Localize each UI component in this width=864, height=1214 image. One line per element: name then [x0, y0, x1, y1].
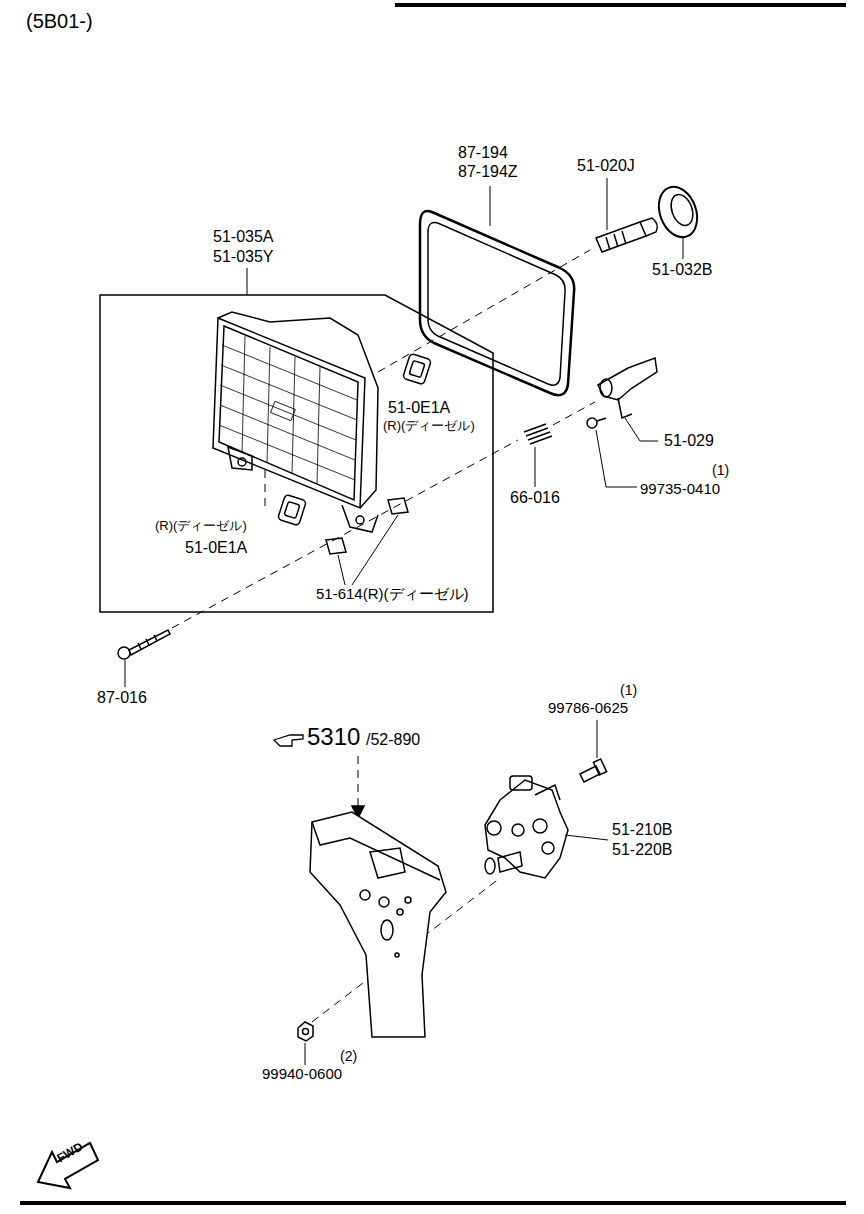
part-number: 99735-0410: [640, 481, 720, 498]
assembly-outline: 51-035A51-035Y51-0E1A(R)(ディーゼル)(R)(ディーゼル…: [100, 295, 495, 612]
quantity: (1): [620, 683, 637, 698]
part-number: 51-020J: [577, 157, 635, 175]
part-number: 51-035A: [213, 228, 274, 246]
part-number: 87-016: [97, 689, 147, 707]
part-number: 87-194: [458, 144, 508, 162]
section-ref: /52-890: [366, 731, 420, 749]
part-number: 51-029: [664, 432, 714, 450]
part-number: 51-032B: [652, 261, 713, 279]
part-number: 51-220B: [612, 841, 673, 859]
variant-note: (R)(ディーゼル): [383, 419, 475, 433]
part-number: 51-0E1A: [185, 539, 247, 557]
section-ref: 5310: [307, 724, 360, 750]
page-code: (5B01-): [26, 10, 93, 32]
variant-note: (R)(ディーゼル): [155, 519, 247, 533]
part-number: 51-614(R)(ディーゼル): [316, 586, 469, 603]
part-number: 66-016: [510, 489, 560, 507]
part-number: 51-0E1A: [388, 399, 450, 417]
quantity: (2): [340, 1049, 357, 1064]
part-number: 87-194Z: [458, 163, 518, 181]
outline-shape: [100, 295, 495, 612]
quantity: (1): [712, 463, 729, 478]
part-number: 51-210B: [612, 821, 673, 839]
part-number: 51-035Y: [213, 248, 274, 266]
part-number: 99786-0625: [548, 700, 628, 717]
direction-label: FWD: [55, 1140, 85, 1165]
part-number: 99940-0600: [262, 1066, 342, 1083]
